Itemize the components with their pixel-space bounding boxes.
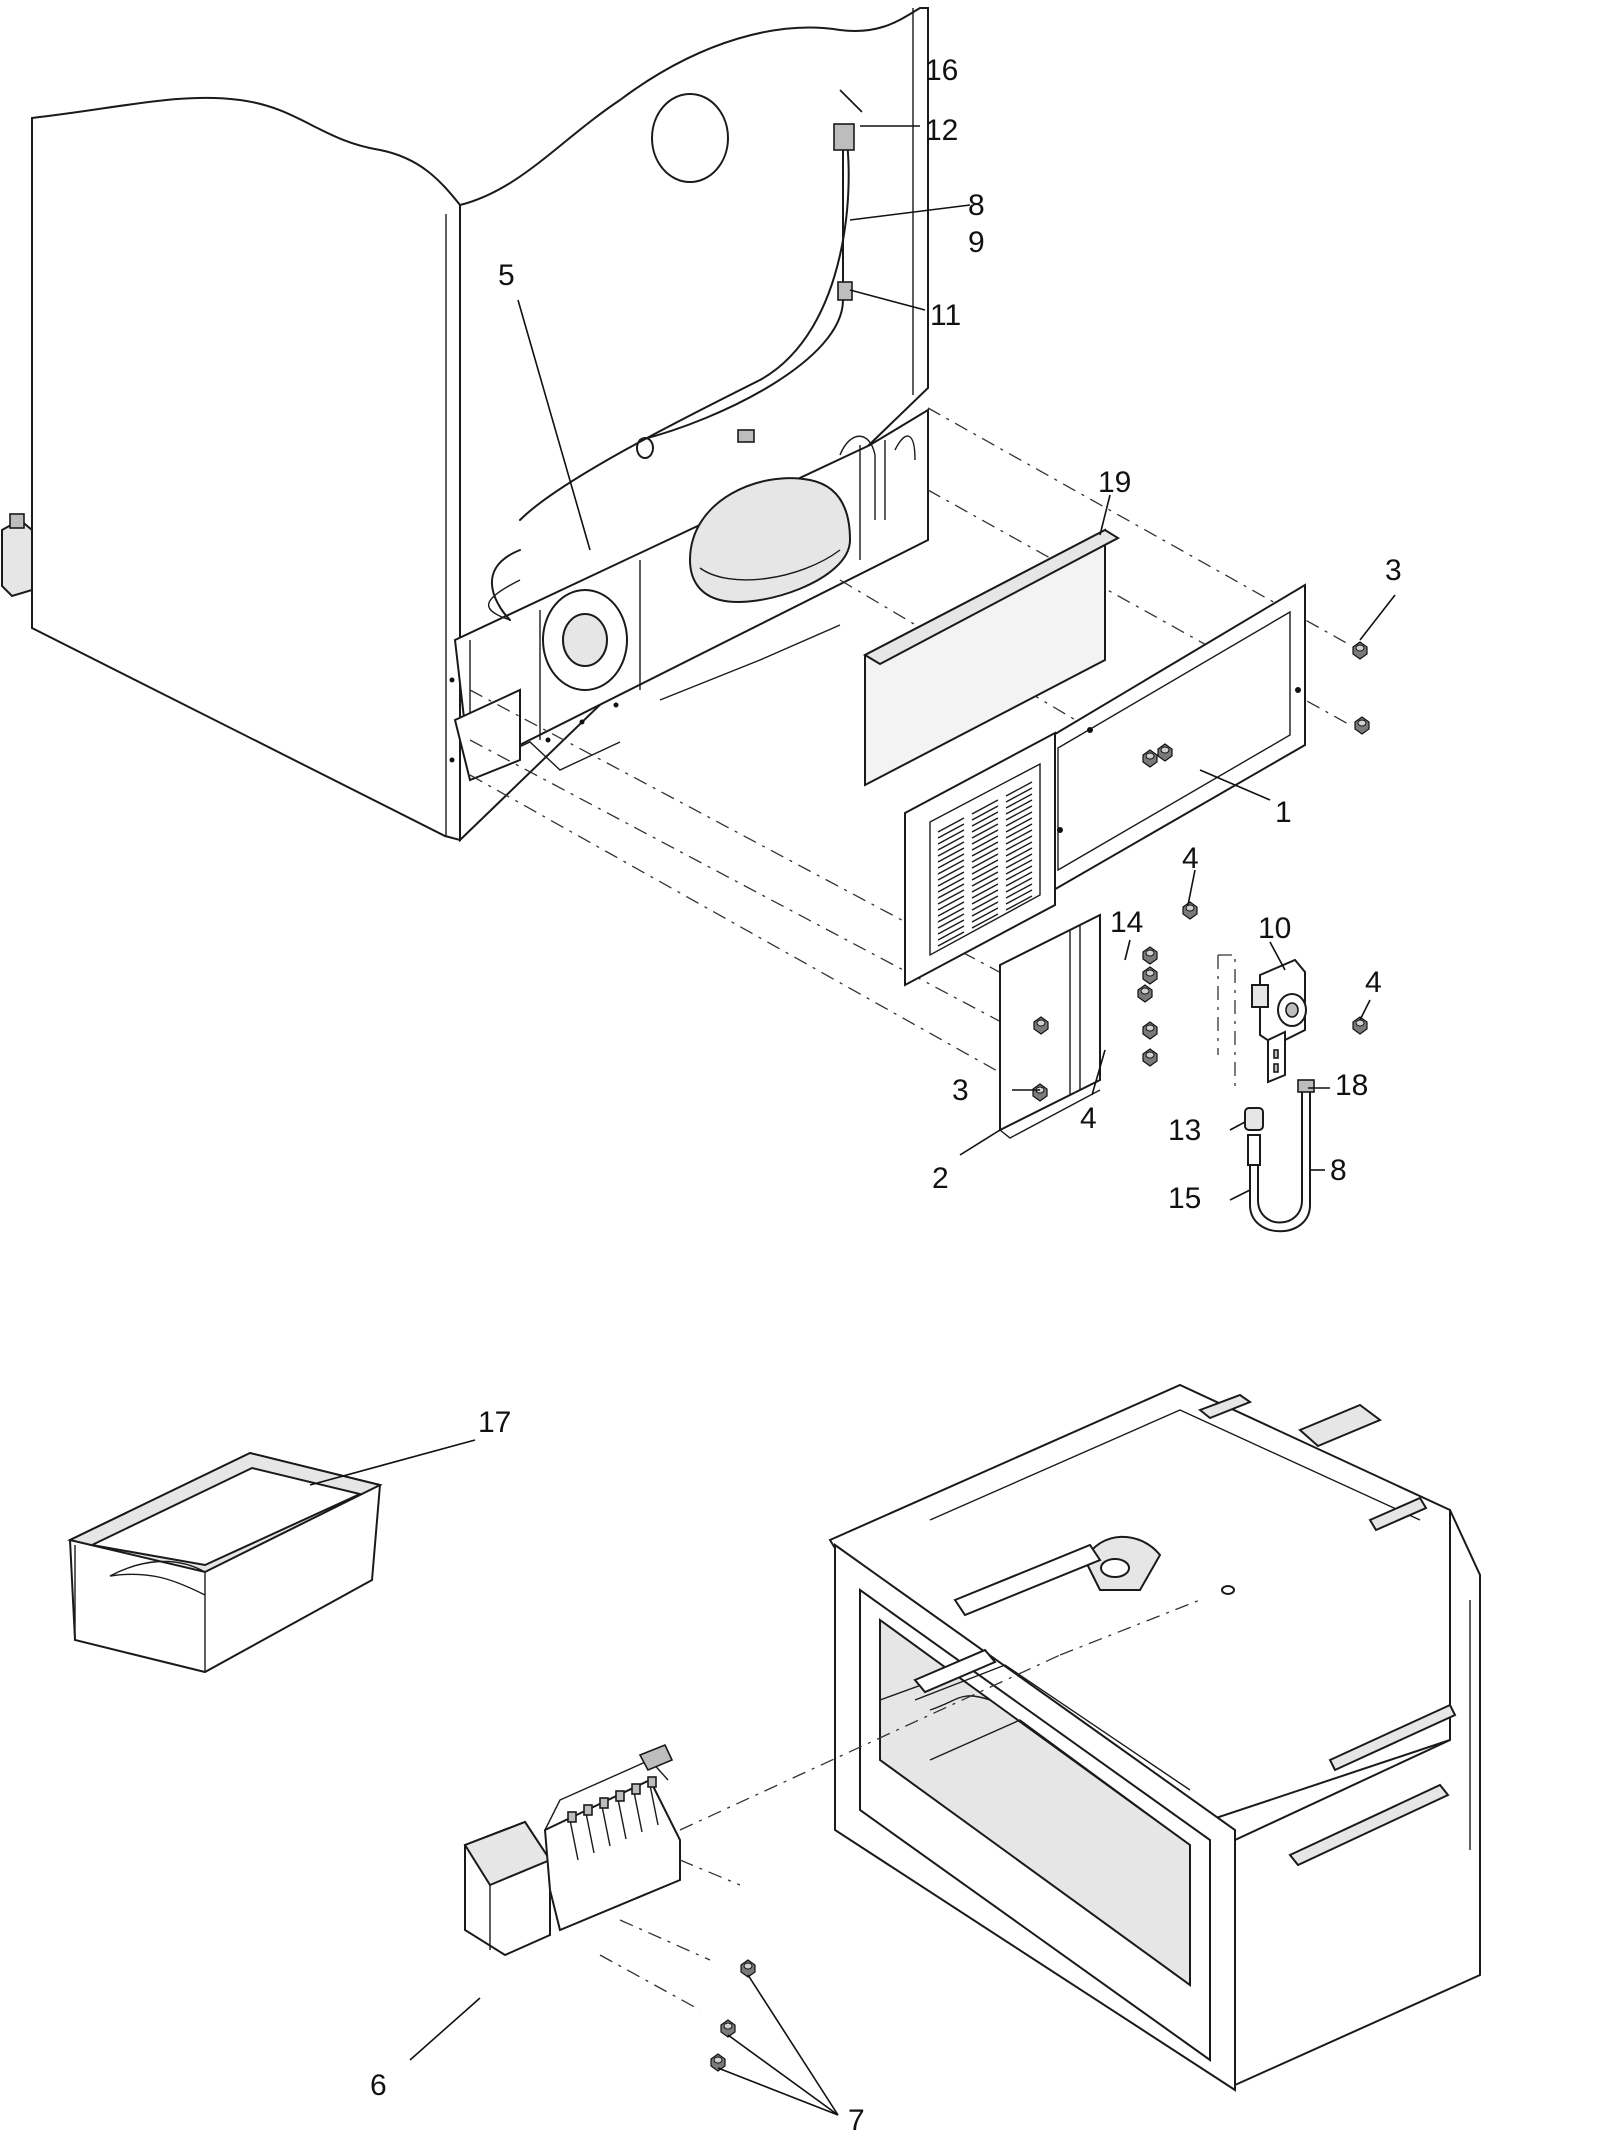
callout-numbers: 16 12 8 9 11 5 19 3 1 4 14 10 4 18 3 4 1… [370,54,1402,2133]
ice-maker [463,1743,681,1957]
hex-screw-icon [1032,1083,1048,1102]
screw-fasteners-upper [1032,641,1370,1102]
callout-8: 8 [968,189,985,222]
callout-16: 16 [925,54,958,87]
callout-7: 7 [848,2104,865,2133]
callout-2: 2 [932,1162,949,1195]
hex-screw-icon [1142,966,1158,985]
valve-water-tube [1244,1079,1315,1233]
callout-17: 17 [478,1406,511,1439]
exploded-view-guide-lines-lower [599,1599,1201,2011]
hex-screw-icon [1182,901,1198,920]
hex-screw-icon [710,2053,726,2072]
water-valve [1251,958,1307,1084]
hex-screw-icon [1033,1016,1049,1035]
callout-6: 6 [370,2069,387,2102]
callout-11: 11 [930,299,961,332]
callout-4: 4 [1080,1102,1097,1135]
hex-screw-icon [1354,716,1370,735]
callout-12: 12 [925,114,958,147]
hex-screw-icon [1142,946,1158,965]
callout-leader-lines [309,89,1396,2116]
refrigerator-cabinet [1,7,929,843]
callout-3: 3 [952,1074,969,1107]
callout-13: 13 [1168,1114,1201,1147]
hex-screw-icon [1142,1021,1158,1040]
insulation-pad [862,528,1121,787]
hex-screw-icon [740,1959,756,1978]
hex-screw-icon [720,2019,736,2038]
callout-10: 10 [1258,912,1291,945]
screw-fasteners-lower [710,1959,756,2072]
callout-3: 3 [1385,554,1402,587]
callout-5: 5 [498,259,515,292]
hex-screw-icon [1137,984,1153,1003]
callout-8: 8 [1330,1154,1347,1187]
callout-4: 4 [1182,842,1199,875]
callout-18: 18 [1335,1069,1368,1102]
callout-9: 9 [968,226,985,259]
callout-19: 19 [1098,466,1131,499]
lower-bracket [999,913,1101,1139]
callout-1: 1 [1275,796,1292,829]
callout-15: 15 [1168,1182,1201,1215]
hex-screw-icon [1142,1048,1158,1067]
hex-screw-icon [1352,641,1368,660]
freezer-liner [828,1383,1481,2092]
front-grille-panel [904,731,1056,987]
callout-14: 14 [1110,906,1143,939]
hex-screw-icon [1157,743,1173,762]
hex-screw-icon [1142,749,1158,768]
crisper-pan [67,1451,383,1674]
callout-4: 4 [1365,966,1382,999]
